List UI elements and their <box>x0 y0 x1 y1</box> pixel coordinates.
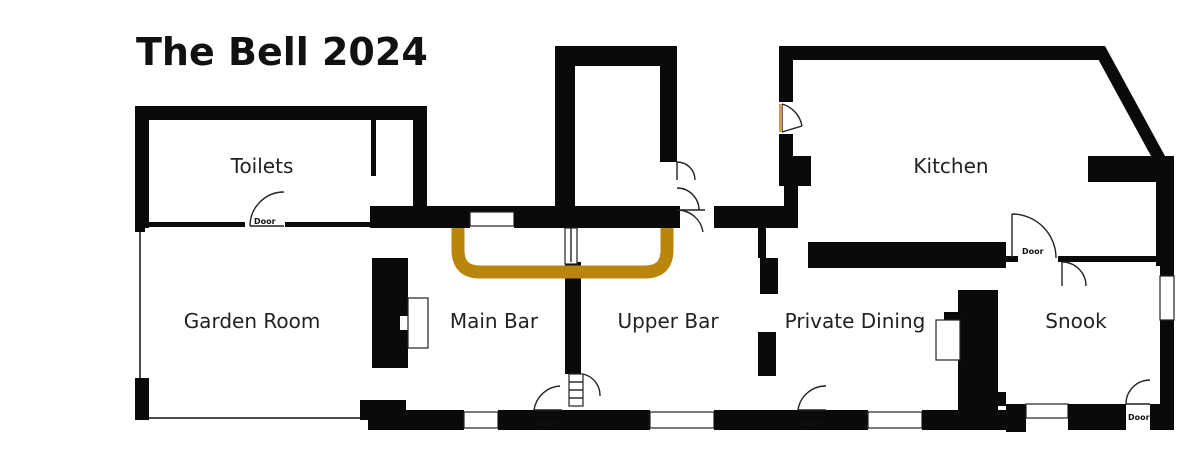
room-label-garden-room: Garden Room <box>184 309 321 333</box>
room-label-private-dining: Private Dining <box>785 309 926 333</box>
south-wall <box>368 400 1174 432</box>
door-label: Door <box>800 419 822 428</box>
floor-plan-title: The Bell 2024 <box>136 30 428 74</box>
door-label: Door <box>1022 247 1044 256</box>
bar-counter <box>451 228 674 279</box>
toilets-door: Door <box>249 191 285 227</box>
room-label-snook: Snook <box>1045 309 1107 333</box>
kitchen-door: Door <box>1011 213 1057 259</box>
store-room-walls <box>555 46 677 226</box>
south-door-main-bar: Door <box>533 385 562 428</box>
bar-north-wall <box>370 206 784 228</box>
south-door-dining: Door <box>797 385 827 428</box>
main-bar-chimney <box>372 258 429 368</box>
room-label-kitchen: Kitchen <box>913 154 988 178</box>
room-label-upper-bar: Upper Bar <box>617 309 719 333</box>
room-label-main-bar: Main Bar <box>450 309 539 333</box>
bar-divider <box>564 227 601 407</box>
door-label: Door <box>254 217 276 226</box>
private-dining-chimney <box>758 312 961 376</box>
toilets-walls <box>135 106 427 228</box>
door-label: Door <box>1128 413 1150 422</box>
kitchen-walls <box>779 46 1174 266</box>
snook-top-door <box>1061 261 1087 287</box>
store-room-doors <box>676 161 705 233</box>
room-label-toilets: Toilets <box>230 154 294 178</box>
south-door-snook: Door <box>1125 379 1151 422</box>
kitchen-side-door <box>779 103 803 133</box>
door-label: Door <box>536 419 558 428</box>
kitchen-dining-divider <box>758 228 1168 294</box>
snook-walls <box>958 262 1175 430</box>
